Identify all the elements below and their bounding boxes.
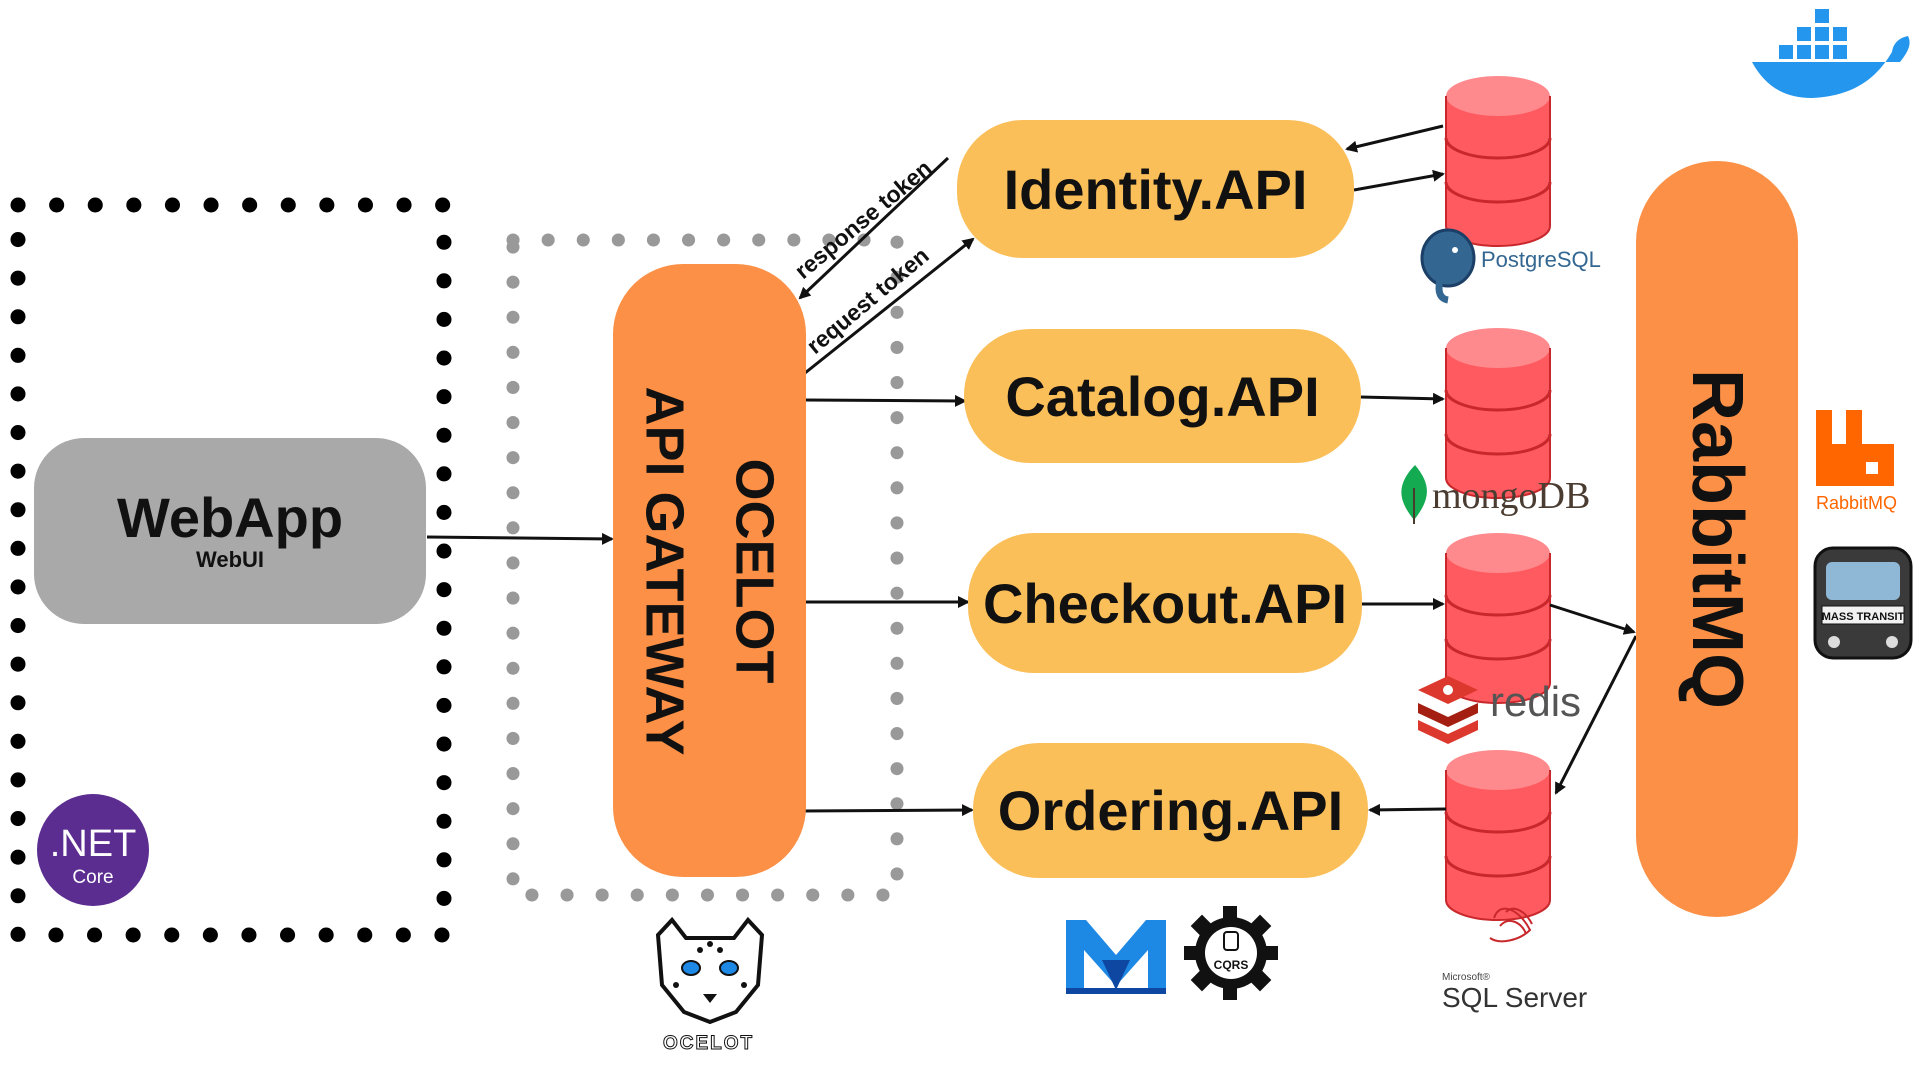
db-to-ordering-arrow xyxy=(1368,803,1447,816)
gateway-boundary xyxy=(506,233,904,902)
catalog-to-db-arrow xyxy=(1359,392,1445,405)
sql-server-icon xyxy=(1489,907,1533,943)
gear-icon: CQRS xyxy=(1184,906,1278,1000)
rabbitmq-node: RabbitMQ xyxy=(1636,161,1798,917)
ocelot-logo-text: OCELOT xyxy=(662,1033,755,1055)
redis-cube-icon xyxy=(1418,676,1478,744)
docker-whale-icon xyxy=(1752,7,1910,98)
rabbitmq-to-ordering-db-arrow xyxy=(1554,635,1638,795)
db-to-identity-arrow xyxy=(1345,124,1444,153)
ordering-api-node: Ordering.API xyxy=(973,743,1368,878)
mediatr-icon xyxy=(1066,920,1166,994)
catalog-api-node: Catalog.API xyxy=(964,329,1361,463)
gateway-title: OCELOT xyxy=(724,458,785,683)
rabbitmq-icon xyxy=(1816,410,1894,486)
sqlserver-logo-text: SQL Server xyxy=(1442,982,1588,1013)
dotnet-core-logo: .NET Core xyxy=(37,794,149,906)
gateway-subtitle: API GATEWAY xyxy=(634,385,695,756)
webapp-subtitle: WebUI xyxy=(195,547,265,572)
request-token-arrow xyxy=(799,237,975,379)
identity-to-db-arrow xyxy=(1353,169,1445,192)
svg-text:.NET: .NET xyxy=(50,823,137,865)
postgresql-logo-text: PostgreSQL xyxy=(1481,247,1601,272)
webapp-title: WebApp xyxy=(116,486,344,549)
svg-text:Core: Core xyxy=(72,867,113,888)
svg-text:MASS TRANSIT: MASS TRANSIT xyxy=(1822,611,1905,623)
response-token-arrow xyxy=(798,156,950,300)
gateway-to-catalog-arrow xyxy=(805,394,967,407)
svg-text:CQRS: CQRS xyxy=(1214,958,1249,972)
elephant-icon xyxy=(1420,228,1476,304)
api-gateway-node: OCELOT API GATEWAY xyxy=(613,264,806,877)
gateway-to-ordering-arrow xyxy=(800,804,974,817)
sqlserver-logo-small-text: Microsoft® xyxy=(1442,972,1490,983)
ordering-database xyxy=(1444,748,1552,922)
rabbitmq-logo-text: RabbitMQ xyxy=(1816,493,1898,513)
mongodb-logo-text: mongoDB xyxy=(1432,475,1591,517)
rabbitmq-label: RabbitMQ xyxy=(1677,369,1757,709)
redis-to-rabbitmq-arrow xyxy=(1549,603,1636,635)
identity-database xyxy=(1444,74,1552,248)
webapp-to-gateway-arrow xyxy=(426,532,614,545)
checkout-api-node: Checkout.API xyxy=(968,533,1362,673)
ocelot-cat-icon xyxy=(655,916,765,1025)
leaf-icon xyxy=(1401,465,1427,524)
redis-logo-text: redis xyxy=(1490,678,1582,725)
catalog-database xyxy=(1444,326,1552,500)
identity-api-node: Identity.API xyxy=(957,120,1354,258)
bus-icon: MASS TRANSIT xyxy=(1813,546,1913,660)
webapp-node: WebApp WebUI xyxy=(34,438,426,624)
